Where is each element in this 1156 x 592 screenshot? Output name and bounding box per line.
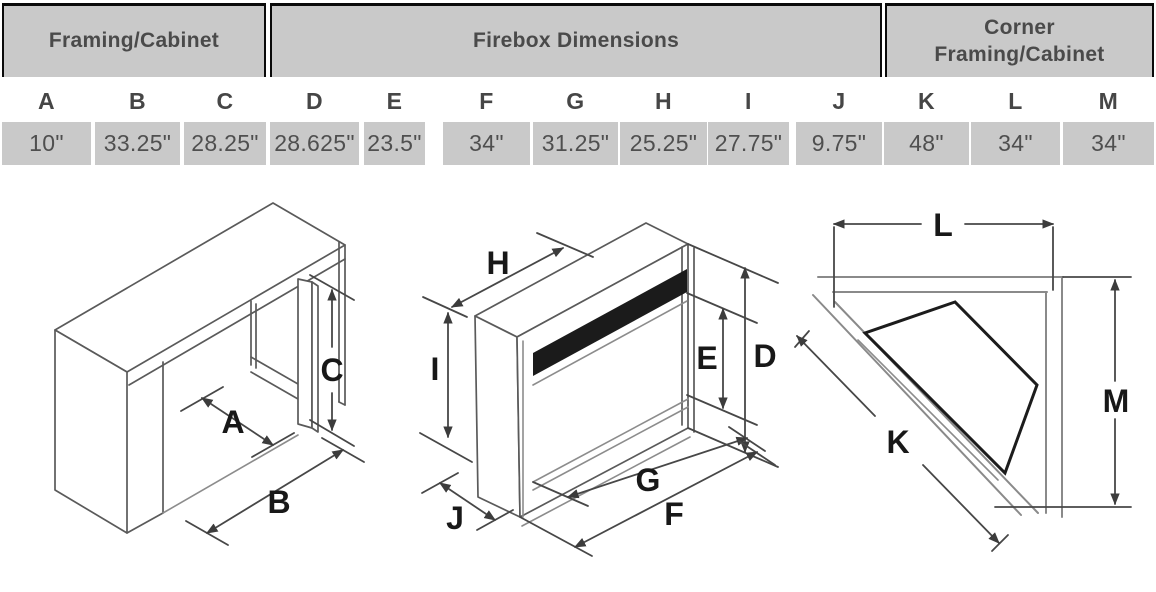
value-g: 31.25" [533,122,618,165]
value-c: 28.25" [184,122,266,165]
dim-label-b: B [267,484,290,520]
col-header-l: L [1008,88,1023,114]
value-l: 34" [971,122,1060,165]
value-b: 33.25" [95,122,180,165]
dim-f: F [519,440,776,557]
dim-l: L [832,207,1055,308]
value-a: 10" [2,122,91,165]
dim-i: I [419,311,473,463]
dim-label-d: D [753,338,776,374]
value-i: 27.75" [708,122,789,165]
dim-label-h: H [486,245,509,281]
value-j: 9.75" [796,122,882,165]
section-header-label: Framing/Cabinet [48,29,220,53]
col-header-k: K [917,88,936,114]
section-header-label: Firebox Dimensions [472,29,680,53]
col-header-m: M [1098,88,1119,114]
value-e: 23.5" [364,122,425,165]
dim-j: J [421,472,514,536]
dim-label-e: E [696,340,717,376]
section-header-framing-cabinet: Framing/Cabinet [2,3,266,77]
dim-label-c: C [320,352,343,388]
dim-label-k: K [886,424,909,460]
corner-firebox-outline [857,300,1039,481]
dim-label-a: A [221,404,244,440]
dim-c: C [309,274,355,447]
dim-label-j: J [446,500,464,536]
col-header-g: G [566,88,585,114]
col-header-d: D [305,88,324,114]
value-h: 25.25" [620,122,707,165]
col-header-j: J [832,88,846,114]
firebox-diagram: H I J E D G [419,222,779,557]
col-header-f: F [479,88,494,114]
dim-k: K [794,330,1009,552]
section-header-label: Corner Framing/Cabinet [934,16,1105,66]
dim-label-f: F [664,496,684,532]
section-header-firebox-dimensions: Firebox Dimensions [270,3,882,77]
col-header-b: B [128,88,147,114]
dim-label-i: I [431,351,440,387]
dim-h: H [422,232,594,318]
col-header-h: H [654,88,673,114]
section-header-corner-framing-cabinet: Corner Framing/Cabinet [885,3,1154,77]
col-header-i: I [745,88,752,114]
value-m: 34" [1063,122,1154,165]
framing-cabinet-diagram: A B C [54,202,365,546]
framing-structure [54,202,346,534]
dim-label-l: L [933,207,953,243]
dim-label-m: M [1103,383,1130,419]
dim-b: B [185,437,365,546]
dim-m: M [994,276,1132,508]
value-d: 28.625" [270,122,359,165]
value-f: 34" [443,122,530,165]
corner-walls [812,276,1064,518]
col-header-e: E [386,88,403,114]
dim-label-g: G [636,462,661,498]
value-k: 48" [884,122,969,165]
dim-a: A [180,386,295,458]
dim-e: E [686,292,758,426]
corner-framing-diagram: L M K [794,207,1132,552]
col-header-c: C [216,88,234,114]
col-header-a: A [37,88,56,114]
